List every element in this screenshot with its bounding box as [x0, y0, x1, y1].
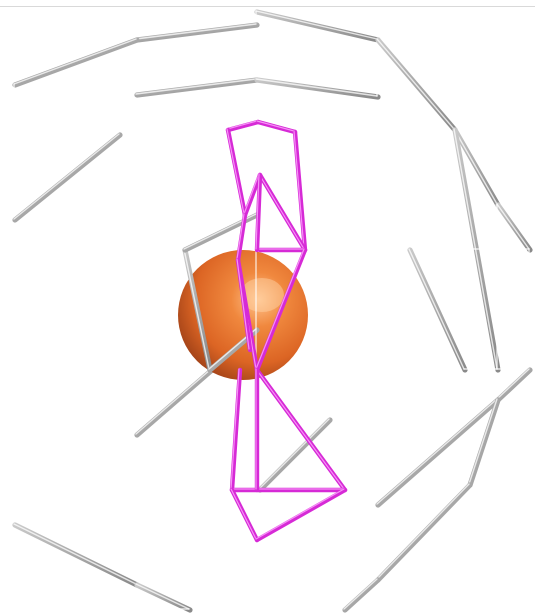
framework-rod-highlight-39: [344, 579, 377, 609]
framework-rod-highlight-12: [14, 134, 119, 219]
framework-rod-highlight-37: [136, 584, 189, 609]
pink-bond-highlight-12: [256, 369, 344, 489]
framework-rod-12: [15, 135, 120, 220]
pink-bond-2: [228, 130, 245, 215]
pink-bond-highlight-5: [259, 174, 304, 249]
framework-rod-highlight-8: [14, 39, 136, 84]
framework-rod-39: [345, 580, 378, 610]
pink-bond-11: [232, 370, 240, 490]
framework-rod-highlight-5: [136, 79, 256, 94]
pink-bond-highlight-15: [256, 489, 344, 539]
framework-rod-highlight-1: [256, 11, 377, 39]
framework-rod-highlight-36: [14, 524, 136, 584]
framework-rod-highlight-6: [256, 79, 377, 96]
framework-rod-highlight-16: [497, 204, 529, 249]
framework-rod-1: [257, 12, 378, 40]
pink-bond-highlight-2: [227, 129, 244, 214]
framework-rod-5: [137, 80, 257, 95]
framework-rod-8: [15, 40, 137, 85]
framework-rod-highlight-22: [409, 249, 464, 369]
pink-bond-15: [257, 490, 345, 540]
framework-rod-highlight-27: [136, 369, 211, 434]
framework-rod-highlight-34: [377, 484, 469, 579]
framework-rod-highlight-14: [377, 39, 454, 129]
framework-rod-34: [378, 485, 470, 580]
framework-rod-highlight-4: [136, 24, 256, 39]
framework-rod-highlight-29: [497, 369, 529, 399]
framework-rod-4: [137, 25, 257, 40]
pink-bond-highlight-14: [231, 489, 256, 539]
framework-rod-29: [498, 370, 530, 400]
framework-rod-6: [257, 80, 378, 97]
framework-rod-27: [137, 370, 212, 435]
